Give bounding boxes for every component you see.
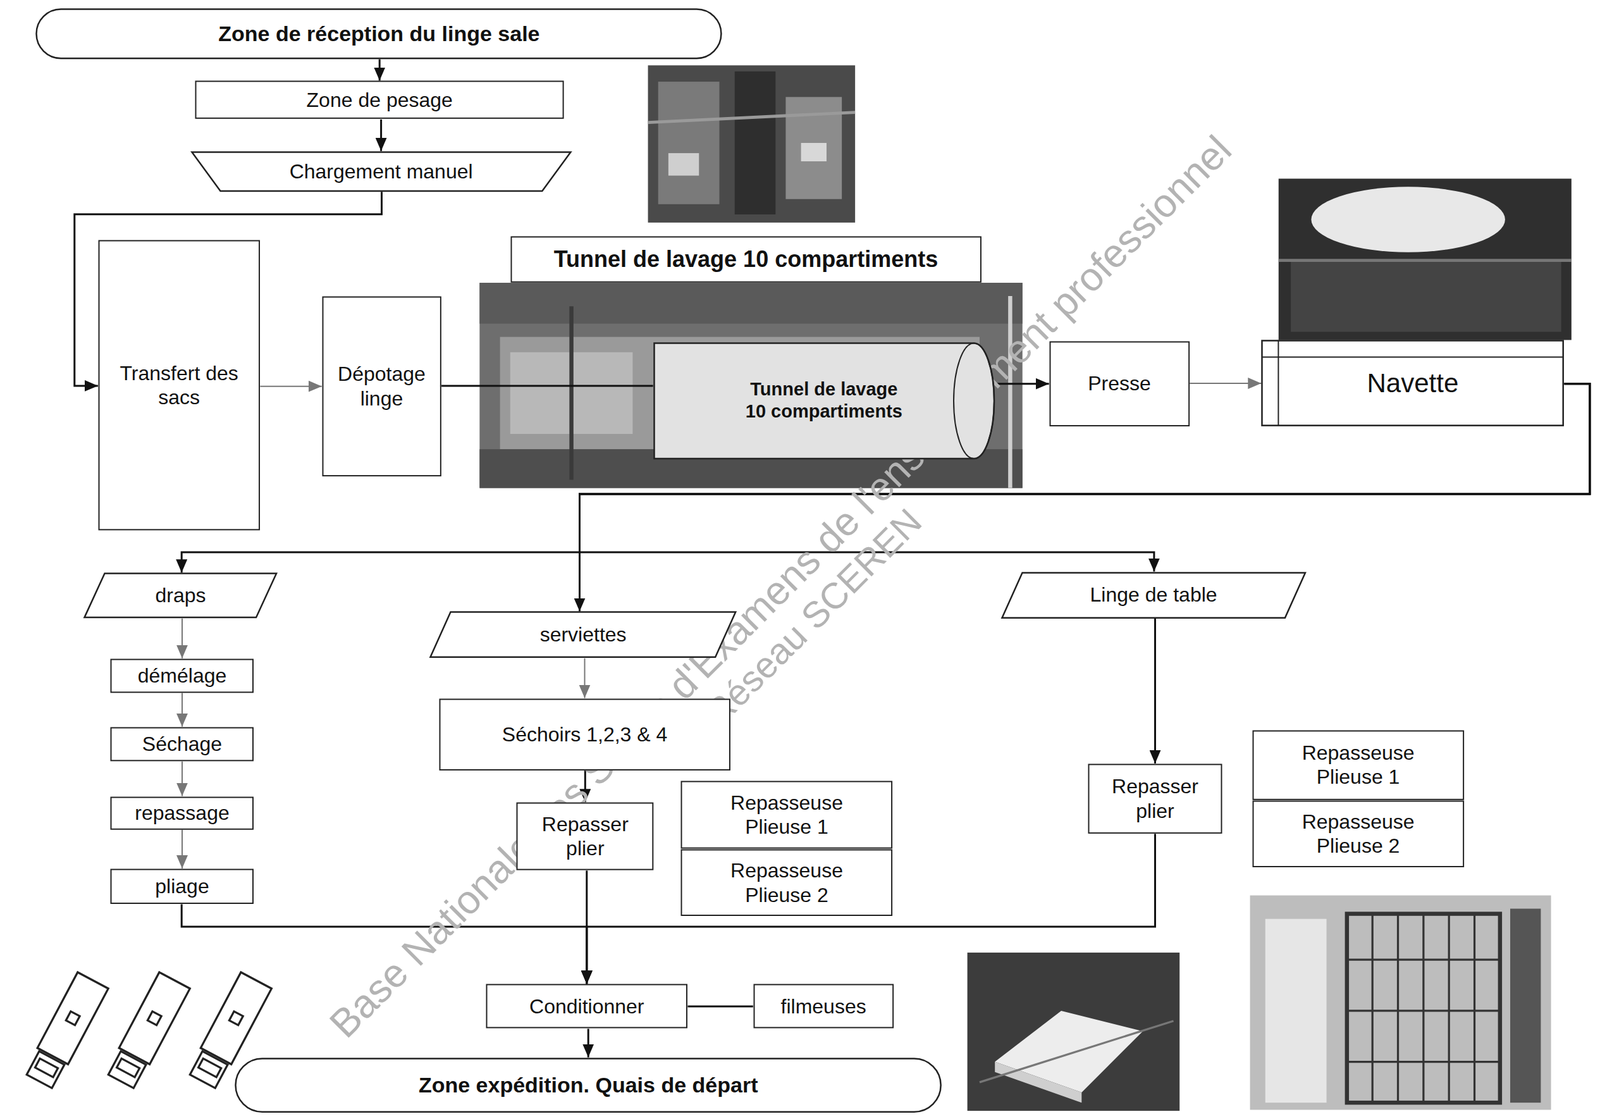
process-box: Conditionner bbox=[485, 983, 688, 1029]
process-box: Transfert des sacs bbox=[98, 239, 261, 531]
node-label: serviettes bbox=[540, 622, 627, 647]
machine-box: Repasseuse Plieuse 2 bbox=[680, 848, 893, 916]
node-label: Zone de pesage bbox=[306, 87, 453, 112]
laundry-cart-photo bbox=[1250, 895, 1552, 1110]
process-box: Zone de pesage bbox=[194, 80, 565, 119]
node-outline bbox=[1087, 763, 1223, 834]
node-label: Repasseuse Plieuse 2 bbox=[705, 858, 869, 907]
connector bbox=[1154, 618, 1157, 764]
connector bbox=[1189, 382, 1262, 384]
node-label: Repasser plier bbox=[529, 812, 642, 861]
node-label: Conditionner bbox=[529, 994, 644, 1019]
node-outline bbox=[653, 342, 996, 460]
machine-box: Repasseuse Plieuse 1 bbox=[680, 780, 893, 849]
data-box: draps bbox=[83, 572, 278, 619]
node-label: Séchage bbox=[142, 731, 222, 756]
connector bbox=[378, 59, 381, 81]
process-box: Repasser plier bbox=[1087, 763, 1223, 834]
process-box: Repasser plier bbox=[516, 801, 654, 871]
process-box: Séchoirs 1,2,3 & 4 bbox=[438, 698, 731, 771]
connector bbox=[441, 384, 654, 387]
machine-photo bbox=[648, 65, 856, 223]
trucks bbox=[24, 972, 272, 1090]
node-outline bbox=[680, 780, 893, 849]
process-box: démélage bbox=[110, 658, 255, 694]
shuttle-box: Navette bbox=[1261, 339, 1564, 427]
node-label: Transfert des sacs bbox=[107, 361, 251, 410]
node-label: Séchoirs 1,2,3 & 4 bbox=[502, 722, 668, 747]
node-label: Tunnel de lavage 10 compartiments bbox=[553, 245, 939, 273]
connector bbox=[259, 385, 322, 388]
node-label: Repasser plier bbox=[1099, 774, 1212, 823]
node-label: Navette bbox=[1367, 367, 1459, 400]
shuttle-photo bbox=[1278, 178, 1572, 340]
node-label: Tunnel de lavage 10 compartiments bbox=[742, 378, 906, 423]
node-outline bbox=[516, 801, 654, 871]
process-box: Presse bbox=[1049, 340, 1191, 427]
title-box: Tunnel de lavage 10 compartiments bbox=[510, 235, 982, 283]
node-label: Repasseuse Plieuse 2 bbox=[1276, 809, 1440, 859]
node-label: Repasseuse Plieuse 1 bbox=[705, 790, 869, 840]
connector bbox=[688, 1004, 754, 1007]
node-label: Chargement manuel bbox=[289, 159, 474, 184]
connector bbox=[584, 658, 586, 699]
node-label: Repasseuse Plieuse 1 bbox=[1276, 740, 1440, 790]
node-label: Zone expédition. Quais de départ bbox=[418, 1071, 759, 1098]
start-terminal: Zone de réception du linge sale bbox=[35, 8, 723, 60]
machine-box: Repasseuse Plieuse 1 bbox=[1252, 729, 1465, 800]
process-box: Dépotage linge bbox=[321, 295, 442, 477]
connector bbox=[380, 119, 382, 152]
node-label: filmeuses bbox=[781, 994, 867, 1019]
machine-box: Repasseuse Plieuse 2 bbox=[1252, 800, 1465, 868]
data-box: Linge de table bbox=[1001, 571, 1306, 619]
process-box: repassage bbox=[110, 796, 255, 830]
node-label: Linge de table bbox=[1090, 582, 1218, 607]
node-label: démélage bbox=[137, 663, 228, 688]
node-label: Dépotage linge bbox=[330, 361, 433, 411]
node-label: Zone de réception du linge sale bbox=[218, 20, 540, 47]
tunnel-cylinder: Tunnel de lavage 10 compartiments bbox=[653, 342, 996, 460]
machine-box: filmeuses bbox=[753, 983, 895, 1029]
connector bbox=[181, 761, 183, 797]
end-terminal: Zone expédition. Quais de départ bbox=[234, 1057, 942, 1113]
connector bbox=[181, 829, 183, 869]
connector bbox=[181, 618, 183, 659]
connector bbox=[587, 1028, 590, 1057]
connector bbox=[586, 833, 1156, 984]
node-label: Presse bbox=[1087, 371, 1151, 396]
node-outline bbox=[98, 239, 261, 531]
data-box: serviettes bbox=[429, 610, 737, 658]
node-outline bbox=[321, 295, 442, 477]
process-box: pliage bbox=[110, 868, 255, 904]
manual-operation: Chargement manuel bbox=[190, 151, 572, 193]
node-label: pliage bbox=[154, 873, 209, 899]
node-outline bbox=[1252, 729, 1465, 800]
node-label: repassage bbox=[134, 800, 229, 825]
connector bbox=[181, 693, 183, 727]
folded-towels-photo bbox=[967, 952, 1181, 1111]
node-label: draps bbox=[155, 583, 207, 608]
process-box: Séchage bbox=[110, 726, 255, 762]
